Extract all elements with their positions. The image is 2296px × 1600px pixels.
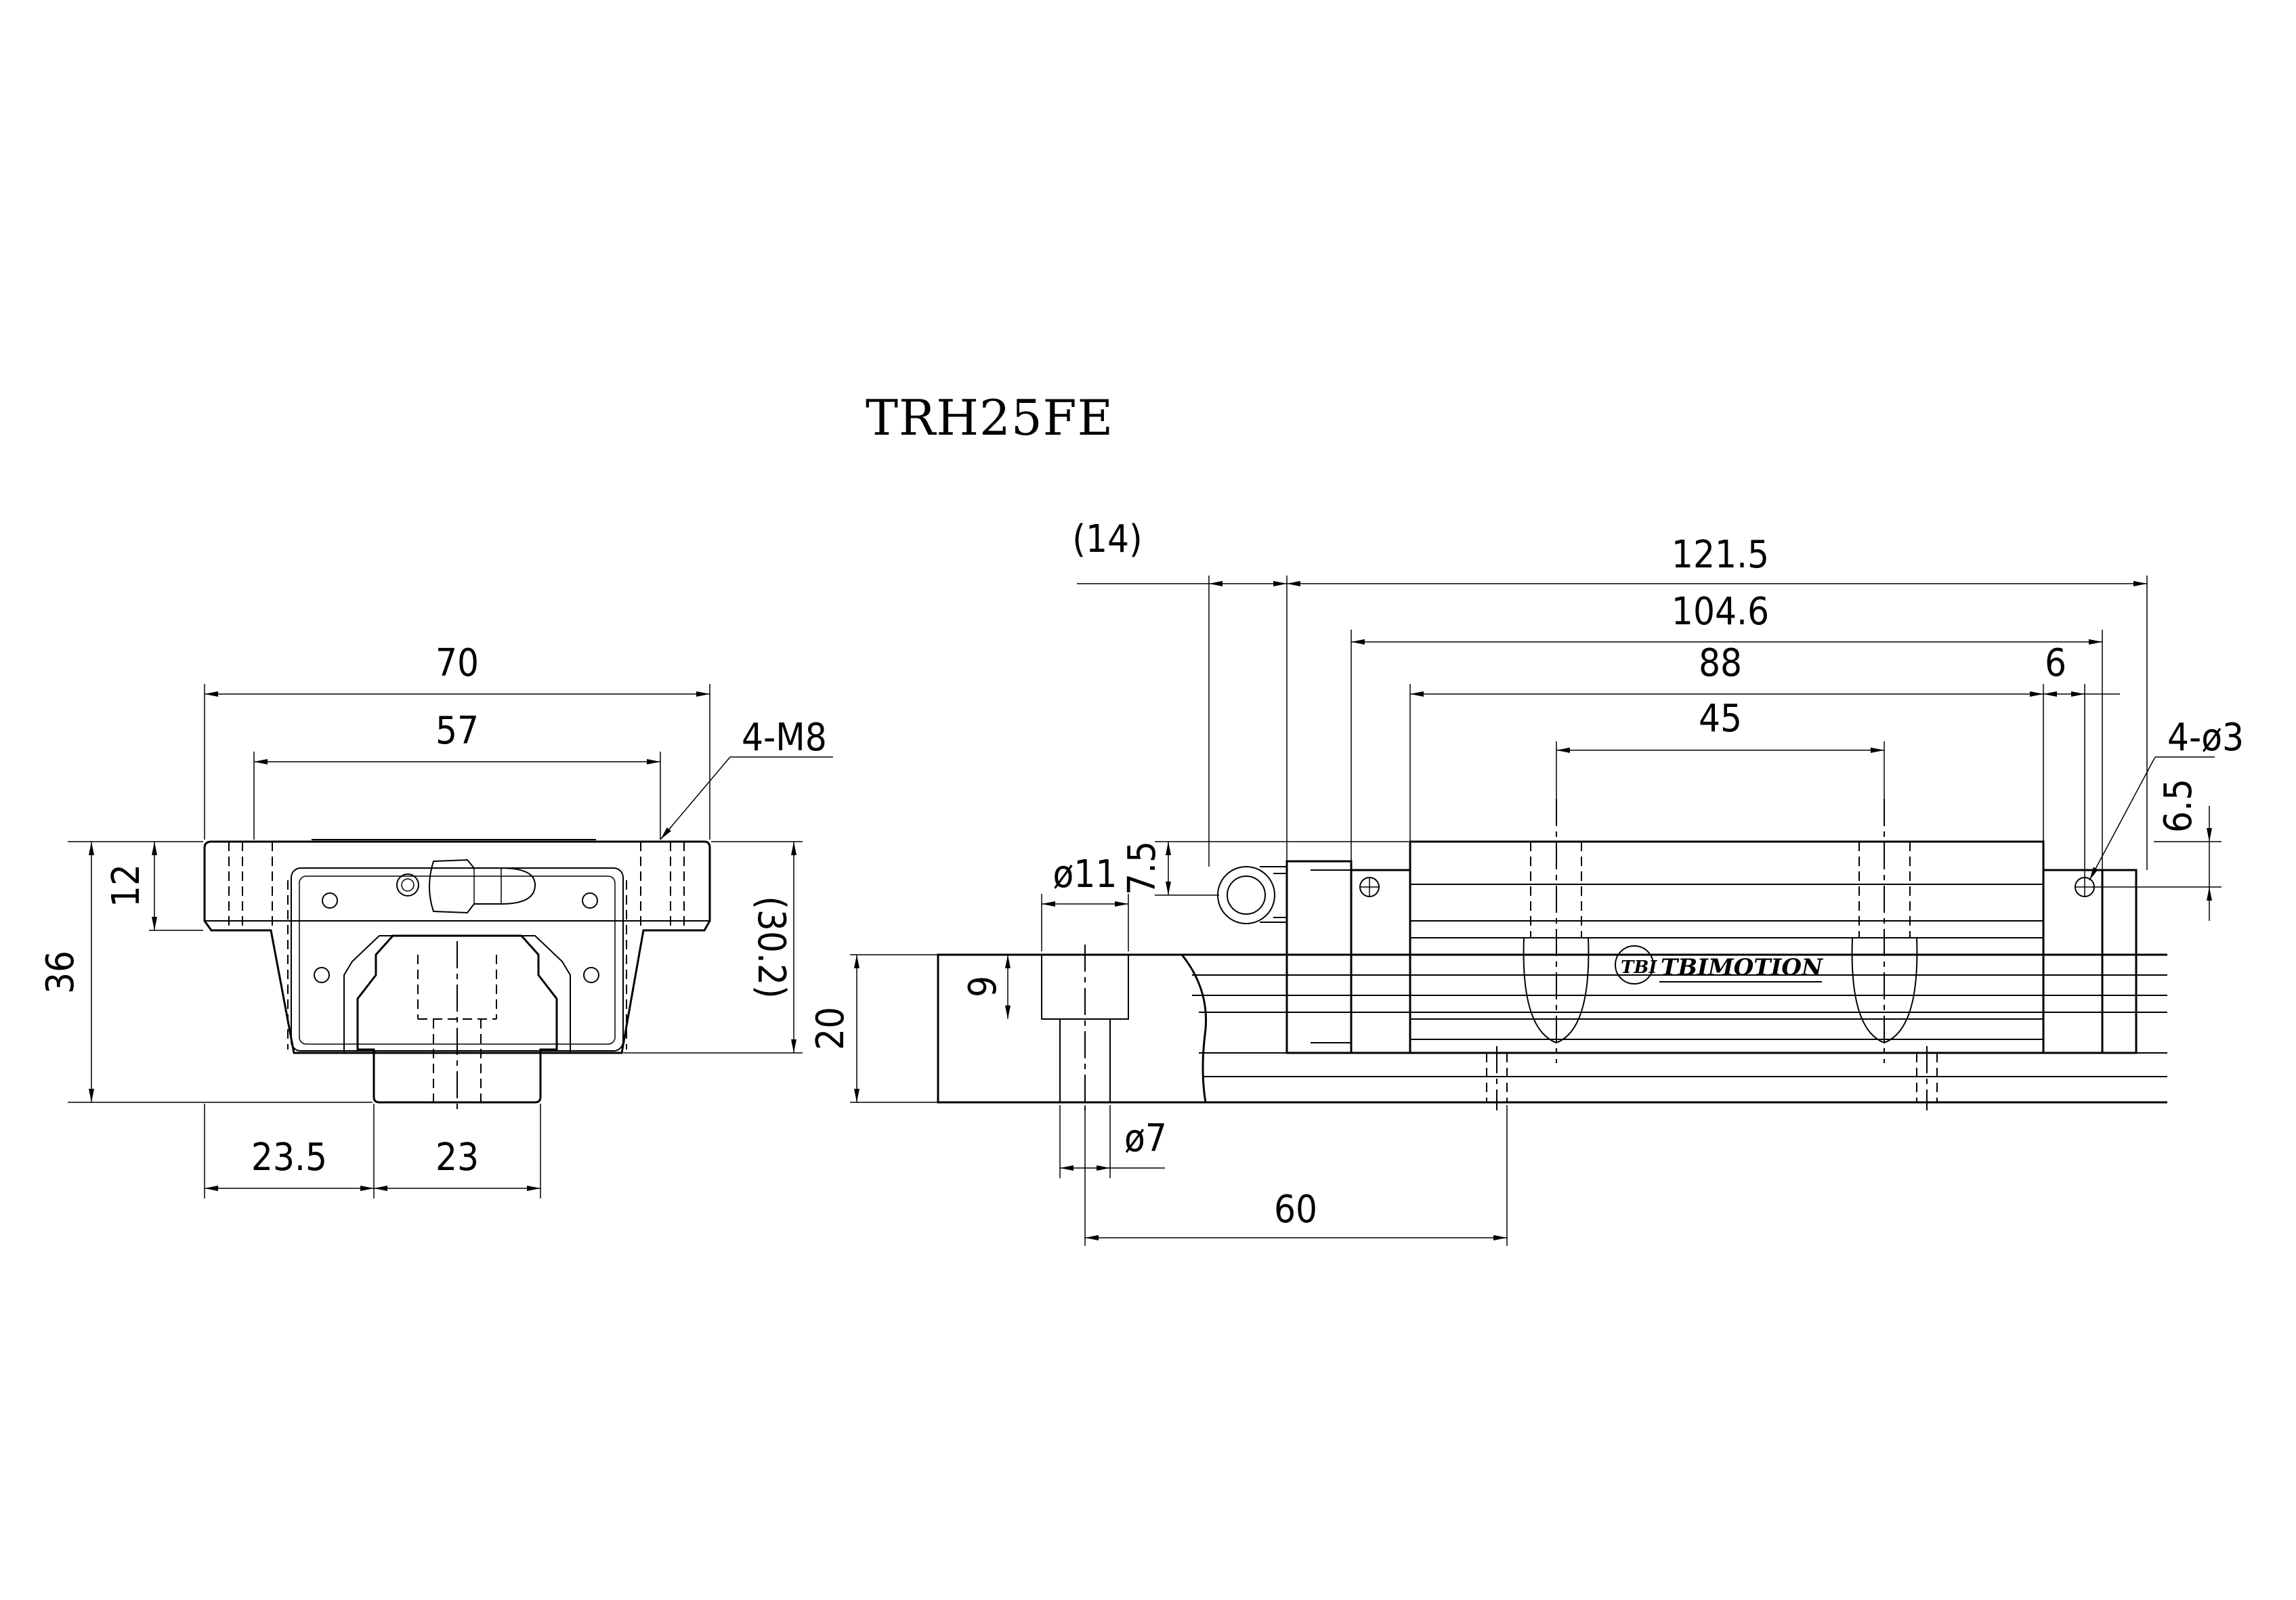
- screw-icon: [314, 967, 330, 983]
- dim-flange-height: 12: [104, 864, 148, 907]
- dim-rail-height: 20: [809, 1007, 853, 1050]
- dim-rail-hole-pitch: 60: [1274, 1188, 1317, 1232]
- brand-logo: TBI TBIMOTION: [1615, 945, 1824, 985]
- screw-icon: [322, 892, 338, 909]
- dim-counterbore-depth: 9: [961, 976, 1005, 997]
- screw-icon: [582, 892, 598, 909]
- dim-lube-hole-height: 6.5: [2156, 779, 2201, 833]
- rail-bolt-hole: [1059, 1018, 1111, 1103]
- callout-lube-hole: 4-ø3: [2167, 716, 2244, 760]
- dim-width-overall: 70: [435, 641, 479, 685]
- grease-nipple-side: [1260, 866, 1288, 923]
- dim-height-overall: 36: [39, 951, 83, 994]
- end-plate-right: [2042, 869, 2104, 1054]
- logo-mark: TBI: [1621, 957, 1657, 978]
- dim-offset-left: 23.5: [251, 1136, 327, 1180]
- block-outline: [203, 840, 711, 1054]
- dim-rail-width: 23: [435, 1136, 479, 1180]
- grease-nipple: [429, 859, 536, 914]
- block-body: [1409, 840, 2045, 1054]
- logo-name: TBIMOTION: [1661, 954, 1824, 981]
- end-plate-left: [1350, 869, 1411, 1054]
- dim-nipple-height: 7.5: [1120, 841, 1164, 895]
- dim-body-length: 104.6: [1672, 590, 1769, 634]
- dim-block-height: (30.2): [749, 896, 793, 998]
- callout-tap: 4-M8: [742, 716, 827, 760]
- dim-counterbore-dia: ø11: [1053, 852, 1118, 896]
- end-seal-left: [1285, 860, 1353, 1054]
- dim-hole-pitch: 57: [435, 709, 479, 753]
- dim-end-plate: 6: [2045, 641, 2066, 685]
- front-view: 70 57 4-M8 36 12 (30.2) 23.5 23: [39, 641, 833, 1198]
- rail-section-hatched: [937, 953, 1208, 1104]
- dim-hole-pitch-side: 45: [1699, 697, 1742, 741]
- dim-nipple-length: (14): [1072, 517, 1142, 561]
- side-view: TBI TBIMOTION: [809, 517, 2244, 1246]
- dim-length-overall: 121.5: [1672, 533, 1769, 577]
- end-seal-right: [2101, 869, 2138, 1054]
- dim-steel-body-length: 88: [1699, 641, 1742, 685]
- small-plug-icon: [396, 873, 419, 896]
- dim-bolt-hole-dia: ø7: [1124, 1117, 1167, 1161]
- screw-icon: [583, 967, 599, 983]
- drawing-title: TRH25FE: [866, 389, 1114, 446]
- rail-profile: [356, 934, 558, 1104]
